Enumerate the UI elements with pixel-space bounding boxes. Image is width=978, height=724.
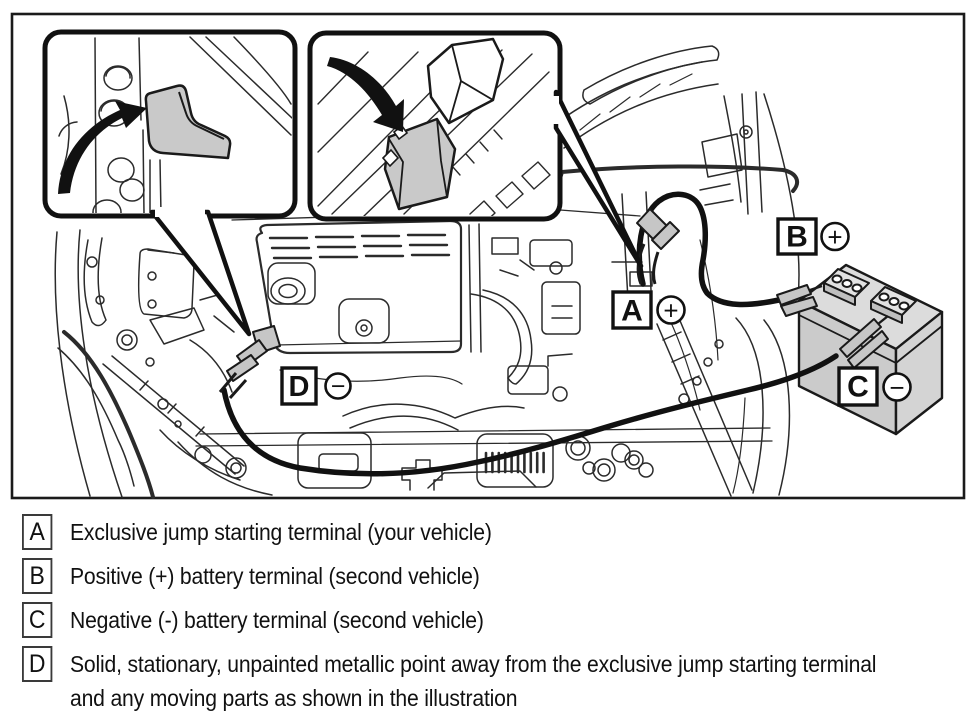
marker-B-sign: + xyxy=(827,222,842,252)
marker-A-letter: A xyxy=(621,295,643,328)
inset1-pointer xyxy=(149,207,252,337)
battery-terminal-block-positive xyxy=(823,268,870,306)
legend-text-A: Exclusive jump starting terminal (your v… xyxy=(70,519,492,545)
legend-key-B: B xyxy=(22,558,53,594)
legend: A Exclusive jump starting terminal (your… xyxy=(22,514,972,723)
legend-text-D: Solid, stationary, unpainted metallic po… xyxy=(70,651,877,711)
legend-key-A: A xyxy=(22,514,53,550)
marker-D: D − xyxy=(280,366,352,406)
plus-circle-icon xyxy=(656,295,686,325)
legend-row-A: A Exclusive jump starting terminal (your… xyxy=(22,514,972,550)
legend-key-C: C xyxy=(22,602,53,638)
marker-D-sign: − xyxy=(331,373,346,401)
marker-A: A + xyxy=(611,290,686,330)
marker-B: B + xyxy=(776,217,850,256)
curved-arrow-icon xyxy=(58,101,147,194)
legend-text-C: Negative (-) battery terminal (second ve… xyxy=(70,607,484,633)
inset-fusebox-terminal xyxy=(307,30,563,222)
inset2-pointer xyxy=(550,89,644,269)
clamp-B xyxy=(776,284,823,317)
clamp-D xyxy=(218,325,281,399)
battery-terminal-block-negative xyxy=(870,286,917,324)
minus-circle-icon xyxy=(882,372,912,402)
marker-A-sign: + xyxy=(663,296,678,326)
marker-C-sign: − xyxy=(889,373,904,403)
legend-row-D: D Solid, stationary, unpainted metallic … xyxy=(22,646,972,715)
marker-C: C − xyxy=(837,366,912,407)
cable-clamps xyxy=(218,208,889,399)
minus-circle-icon xyxy=(324,372,352,400)
clamp-C xyxy=(839,315,889,369)
legend-key-D: D xyxy=(22,646,53,682)
engine-bay-line-art xyxy=(54,45,800,499)
marker-C-letter: C xyxy=(847,371,869,404)
jump-start-illustration: A + B + C − D xyxy=(10,12,966,500)
diagram-markers: A + B + C − D xyxy=(280,217,912,407)
legend-text-B: Positive (+) battery terminal (second ve… xyxy=(70,563,480,589)
curved-arrow-icon xyxy=(327,57,404,132)
marker-B-letter: B xyxy=(786,221,808,254)
illustration-svg: A + B + C − D xyxy=(10,12,966,500)
fusebox-lid xyxy=(426,37,505,125)
inset-terminal-cover xyxy=(42,29,298,219)
battery-side-face xyxy=(894,310,944,436)
plus-circle-icon xyxy=(820,221,850,252)
marker-D-letter: D xyxy=(289,371,310,403)
negative-cable xyxy=(221,353,839,477)
legend-row-B: B Positive (+) battery terminal (second … xyxy=(22,558,972,594)
legend-row-C: C Negative (-) battery terminal (second … xyxy=(22,602,972,638)
terminal-cover-shape xyxy=(144,84,232,160)
